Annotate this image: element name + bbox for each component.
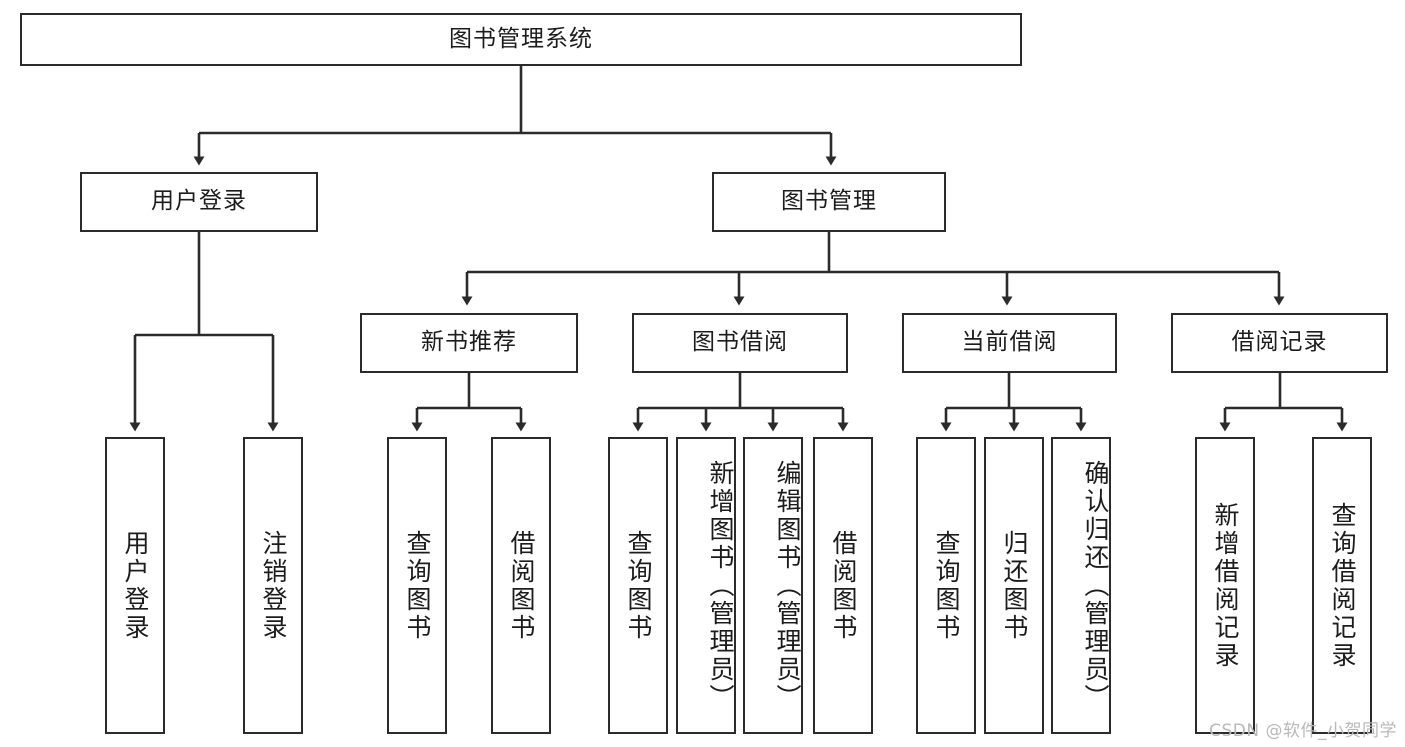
node-leaf-query-book-3[interactable]: 查询图书 — [916, 437, 976, 734]
node-leaf-logout-login-label: 注销登录 — [259, 529, 288, 642]
node-root-label: 图书管理系统 — [449, 25, 593, 52]
node-leaf-query-borrow-record[interactable]: 查询借阅记录 — [1312, 437, 1372, 734]
node-borrow-record[interactable]: 借阅记录 — [1171, 313, 1388, 373]
node-leaf-query-book-2-label: 查询图书 — [624, 529, 653, 642]
node-user-login-label: 用户登录 — [151, 188, 247, 215]
node-leaf-confirm-return-admin[interactable]: 确认归还（管理员） — [1051, 437, 1111, 734]
node-leaf-borrow-book-2-label: 借阅图书 — [829, 529, 858, 642]
node-leaf-confirm-return-admin-label: 确认归还（管理员） — [1081, 459, 1110, 712]
node-leaf-query-book-2[interactable]: 查询图书 — [608, 437, 668, 734]
node-leaf-edit-book-admin-label: 编辑图书（管理员） — [773, 459, 802, 712]
node-root[interactable]: 图书管理系统 — [20, 13, 1022, 66]
node-leaf-query-book-1[interactable]: 查询图书 — [387, 437, 447, 734]
node-leaf-query-book-3-label: 查询图书 — [932, 529, 961, 642]
node-leaf-user-login-label: 用户登录 — [121, 529, 150, 642]
node-user-login[interactable]: 用户登录 — [80, 172, 318, 232]
node-leaf-add-borrow-record-label: 新增借阅记录 — [1211, 501, 1240, 670]
node-book-borrow[interactable]: 图书借阅 — [632, 313, 848, 373]
node-leaf-borrow-book-1[interactable]: 借阅图书 — [491, 437, 551, 734]
node-leaf-add-book-admin[interactable]: 新增图书（管理员） — [676, 437, 736, 734]
node-leaf-add-book-admin-label: 新增图书（管理员） — [706, 459, 735, 712]
node-current-borrow[interactable]: 当前借阅 — [902, 313, 1117, 373]
node-leaf-logout-login[interactable]: 注销登录 — [243, 437, 303, 734]
node-leaf-query-borrow-record-label: 查询借阅记录 — [1328, 501, 1357, 670]
node-current-borrow-label: 当前借阅 — [961, 329, 1058, 356]
node-leaf-edit-book-admin[interactable]: 编辑图书（管理员） — [743, 437, 803, 734]
node-leaf-return-book-label: 归还图书 — [1000, 529, 1029, 642]
node-borrow-record-label: 借阅记录 — [1231, 329, 1328, 356]
node-book-manage[interactable]: 图书管理 — [712, 172, 946, 232]
node-leaf-borrow-book-2[interactable]: 借阅图书 — [813, 437, 873, 734]
node-book-manage-label: 图书管理 — [781, 188, 877, 215]
node-leaf-query-book-1-label: 查询图书 — [403, 529, 432, 642]
node-leaf-return-book[interactable]: 归还图书 — [984, 437, 1044, 734]
node-new-book-recommend-label: 新书推荐 — [421, 329, 517, 356]
node-leaf-user-login[interactable]: 用户登录 — [105, 437, 165, 734]
node-leaf-borrow-book-1-label: 借阅图书 — [507, 529, 536, 642]
node-new-book-recommend[interactable]: 新书推荐 — [360, 313, 578, 373]
node-book-borrow-label: 图书借阅 — [692, 329, 788, 356]
node-leaf-add-borrow-record[interactable]: 新增借阅记录 — [1195, 437, 1255, 734]
